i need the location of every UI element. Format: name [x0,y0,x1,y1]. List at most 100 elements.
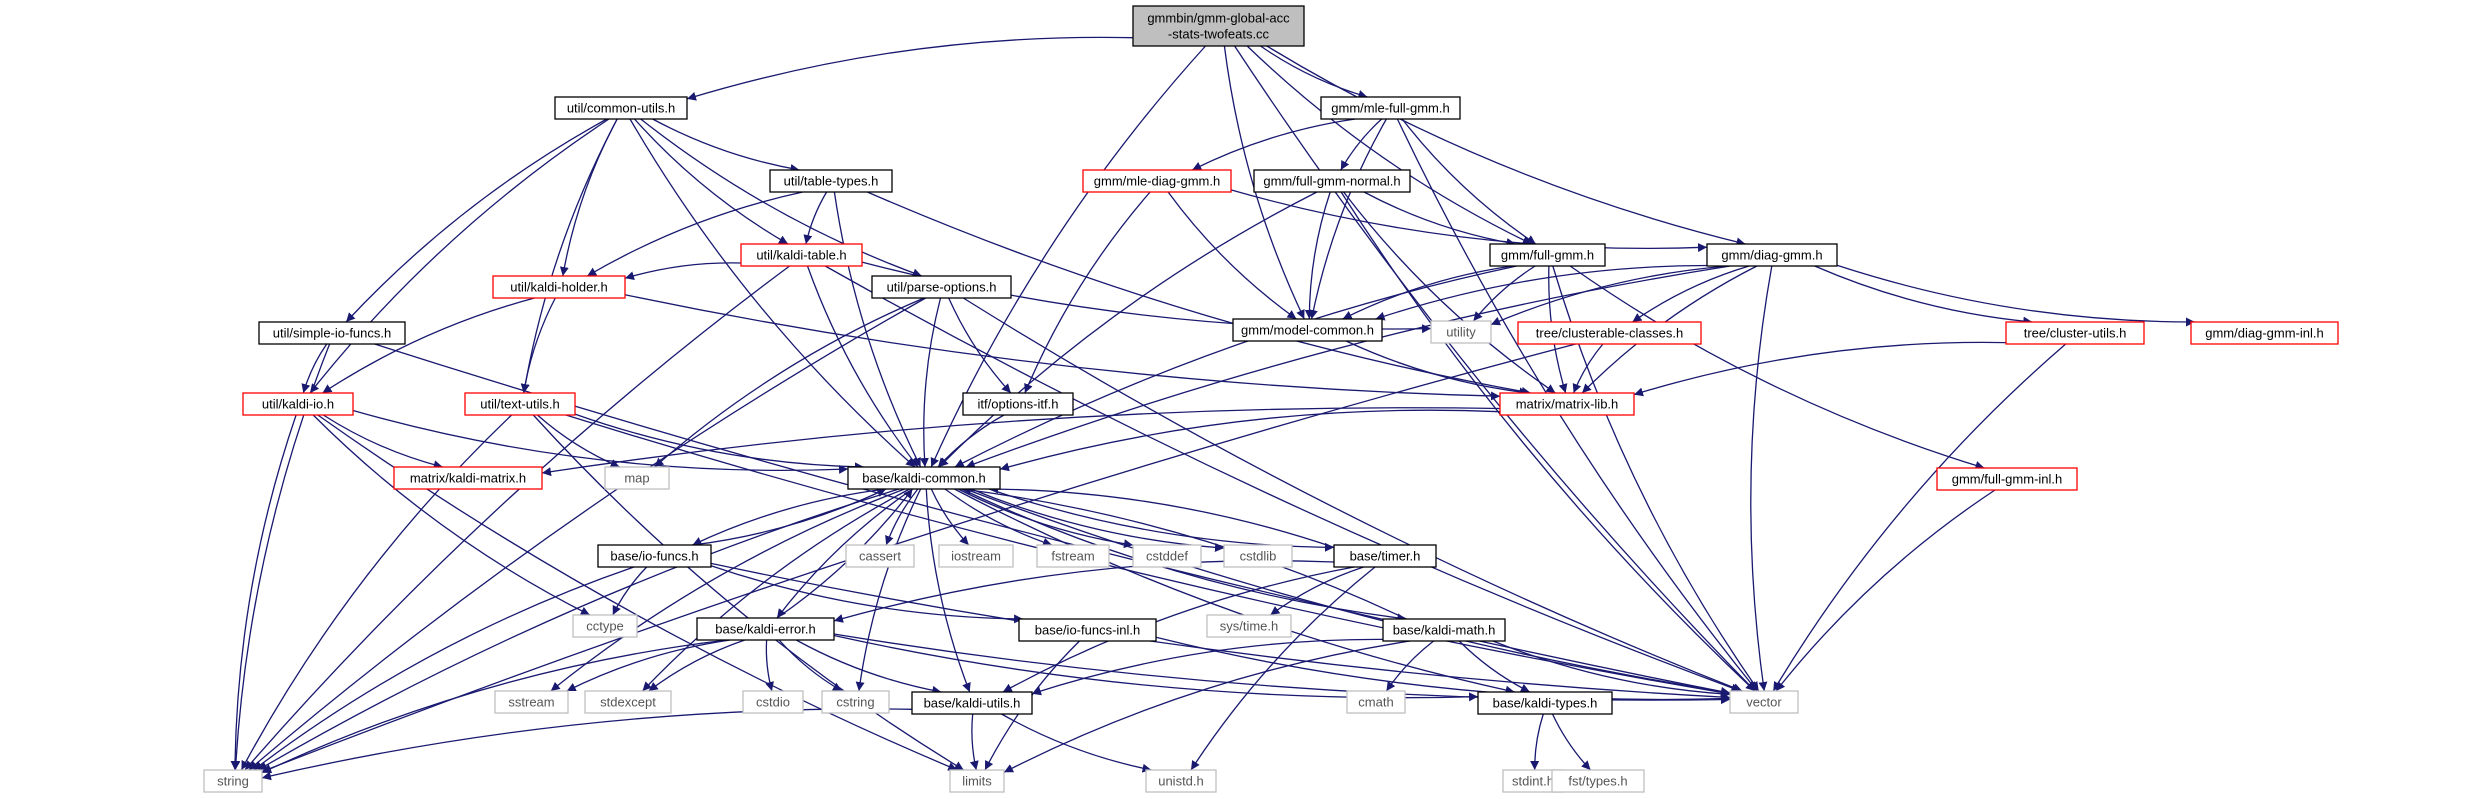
node-table-types[interactable]: util/table-types.h [769,169,893,193]
node-vector[interactable]: vector [1729,690,1799,714]
node-io-funcs-label: base/io-funcs.h [610,549,698,564]
edge-root-to-kaldi-common [930,45,1206,468]
node-io-funcs[interactable]: base/io-funcs.h [597,544,712,568]
edge-kaldi-table-to-kaldi-holder [624,262,742,281]
edge-kaldi-common-to-cstdlib [970,488,1225,552]
node-kaldi-utils[interactable]: base/kaldi-utils.h [911,691,1033,715]
node-cluster-utils[interactable]: tree/cluster-utils.h [2005,321,2145,345]
node-timer[interactable]: base/timer.h [1333,544,1437,568]
edge-kaldi-holder-to-kaldi-io [322,297,535,394]
node-cstdlib[interactable]: cstdlib [1223,544,1293,568]
node-cassert[interactable]: cassert [845,544,915,568]
node-io-funcs-inl-label: base/io-funcs-inl.h [1035,623,1141,638]
node-sstream[interactable]: sstream [494,690,569,714]
node-map[interactable]: map [604,466,670,490]
node-text-utils[interactable]: util/text-utils.h [464,392,576,416]
node-sys-time[interactable]: sys/time.h [1206,614,1292,638]
node-cstddef[interactable]: cstddef [1132,544,1202,568]
node-kaldi-error-label: base/kaldi-error.h [715,622,815,637]
node-kaldi-common[interactable]: base/kaldi-common.h [847,466,1001,490]
node-cstdio[interactable]: cstdio [742,690,804,714]
edge-kaldi-common-to-cstring [855,488,922,692]
node-kaldi-table[interactable]: util/kaldi-table.h [740,243,863,267]
edge-diag-gmm-to-clusterable-classes [1632,265,1750,323]
node-cstdio-label: cstdio [756,695,790,710]
node-stdint[interactable]: stdint.h [1502,769,1564,793]
node-common-utils[interactable]: util/common-utils.h [554,96,688,120]
node-cstring[interactable]: cstring [821,690,890,714]
node-mle-full-gmm[interactable]: gmm/mle-full-gmm.h [1320,96,1461,120]
node-unistd[interactable]: unistd.h [1145,769,1217,793]
node-kaldi-utils-label: base/kaldi-utils.h [924,696,1021,711]
node-kaldi-error[interactable]: base/kaldi-error.h [696,617,835,641]
node-full-gmm-inl[interactable]: gmm/full-gmm-inl.h [1936,467,2078,491]
node-unistd-box [1145,769,1217,793]
node-limits-label: limits [962,774,992,789]
node-iostream[interactable]: iostream [938,544,1014,568]
node-full-gmm-normal[interactable]: gmm/full-gmm-normal.h [1253,169,1411,193]
edge-kaldi-math-to-kaldi-common [961,485,1407,620]
edge-mle-full-gmm-to-full-gmm [1401,118,1537,245]
node-options-itf[interactable]: itf/options-itf.h [962,392,1074,416]
node-full-gmm[interactable]: gmm/full-gmm.h [1489,243,1606,267]
node-cctype[interactable]: cctype [572,614,638,638]
node-root[interactable]: gmmbin/gmm-global-acc-stats-twofeats.cc [1132,5,1305,47]
edge-full-gmm-normal-to-kaldi-common [938,191,1318,468]
node-kaldi-math-box [1382,618,1506,642]
edge-root-to-common-utils [686,36,1134,101]
node-kaldi-common-box [847,466,1001,490]
node-cctype-box [572,614,638,638]
edge-common-utils-to-kaldi-io [309,118,610,394]
edge-kaldi-utils-to-string [261,708,913,781]
node-kaldi-types[interactable]: base/kaldi-types.h [1477,691,1613,715]
node-clusterable-classes[interactable]: tree/clusterable-classes.h [1517,321,1702,345]
node-kaldi-io[interactable]: util/kaldi-io.h [242,392,354,416]
node-cmath[interactable]: cmath [1346,690,1406,714]
node-diag-gmm[interactable]: gmm/diag-gmm.h [1706,243,1838,267]
node-fstream-box [1036,544,1110,568]
node-fstream[interactable]: fstream [1036,544,1110,568]
edge-io-funcs-to-string [253,566,635,771]
node-stdexcept[interactable]: stdexcept [584,690,672,714]
node-diag-gmm-inl[interactable]: gmm/diag-gmm-inl.h [2190,321,2339,345]
node-limits[interactable]: limits [949,769,1005,793]
node-parse-options[interactable]: util/parse-options.h [871,275,1012,299]
edge-diag-gmm-to-utility [1490,265,1728,326]
edge-kaldi-common-to-kaldi-types [954,488,1515,695]
node-vector-box [1729,690,1799,714]
node-simple-io-funcs-box [258,321,406,345]
edge-io-funcs-to-kaldi-common [692,488,887,546]
node-fst-types[interactable]: fst/types.h [1551,769,1645,793]
edge-kaldi-common-to-kaldi-math [961,488,1407,623]
node-matrix-lib[interactable]: matrix/matrix-lib.h [1499,392,1635,416]
node-map-label: map [624,471,649,486]
edge-text-utils-to-limits [532,414,965,771]
node-clusterable-classes-label: tree/clusterable-classes.h [1536,326,1683,341]
node-cstdlib-label: cstdlib [1240,549,1277,564]
node-iostream-box [938,544,1014,568]
edge-kaldi-holder-to-matrix-lib [624,294,1501,401]
edge-full-gmm-to-model-common [1342,265,1513,320]
node-fst-types-box [1551,769,1645,793]
node-mle-diag-gmm[interactable]: gmm/mle-diag-gmm.h [1082,169,1232,193]
edge-kaldi-types-to-stdint [1530,713,1544,771]
node-utility-label: utility [1446,325,1476,340]
node-model-common[interactable]: gmm/model-common.h [1232,318,1383,342]
node-kaldi-matrix[interactable]: matrix/kaldi-matrix.h [393,466,543,490]
node-kaldi-matrix-box [393,466,543,490]
edge-kaldi-utils-to-limits [969,713,979,771]
node-kaldi-holder[interactable]: util/kaldi-holder.h [492,275,626,299]
node-kaldi-table-box [740,243,863,267]
node-string[interactable]: string [203,769,263,793]
node-simple-io-funcs[interactable]: util/simple-io-funcs.h [258,321,406,345]
node-diag-gmm-inl-box [2190,321,2339,345]
node-io-funcs-inl[interactable]: base/io-funcs-inl.h [1018,618,1157,642]
node-kaldi-math[interactable]: base/kaldi-math.h [1382,618,1506,642]
node-utility[interactable]: utility [1430,320,1492,344]
edge-full-gmm-normal-to-model-common [1304,191,1331,320]
node-sys-time-box [1206,614,1292,638]
node-sstream-box [494,690,569,714]
node-matrix-lib-box [1499,392,1635,416]
edge-kaldi-error-to-stdexcept [648,639,746,692]
edge-kaldi-common-to-fstream [944,488,1053,547]
